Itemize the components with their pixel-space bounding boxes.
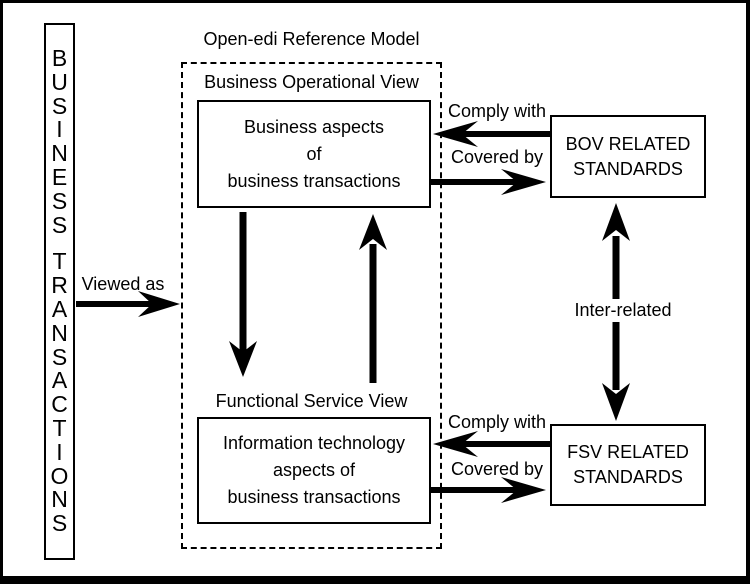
comply-with-bov-label: Comply with — [447, 101, 547, 121]
functional-service-view-label: Functional Service View — [215, 391, 408, 411]
business-operational-view-label: Business Operational View — [204, 72, 419, 92]
it-aspects-line: business transactions — [227, 487, 401, 507]
vertical-letter: S — [51, 211, 68, 238]
vertical-letter: U — [51, 68, 68, 95]
vertical-letter: R — [51, 272, 68, 299]
vertical-letter: I — [56, 116, 63, 143]
fsv-to-bov-arrow — [359, 214, 387, 383]
vertical-letter: T — [52, 248, 67, 275]
viewed-as-label: Viewed as — [81, 274, 165, 294]
vertical-letter: N — [51, 486, 68, 513]
vertical-letter: E — [51, 164, 68, 191]
vertical-letter: N — [51, 140, 68, 167]
comply-with-bov-arrow — [433, 121, 550, 147]
information-technology-aspects-box: Information technology aspects of busine… — [197, 417, 431, 524]
bov-related-standards-box: BOV RELATED STANDARDS — [550, 115, 706, 198]
fsv-related-standards-box: FSV RELATED STANDARDS — [550, 424, 706, 506]
vertical-letter: C — [51, 391, 68, 418]
business-aspects-line: business transactions — [227, 170, 401, 191]
business-aspects-box: Business aspects of business transaction… — [197, 100, 431, 208]
comply-with-fsv-arrow — [433, 431, 550, 457]
covered-by-bov-arrow — [431, 169, 546, 195]
vertical-letter: B — [51, 45, 68, 72]
it-aspects-line: aspects of — [272, 460, 356, 480]
vertical-letter: I — [56, 438, 63, 465]
fsv-standards-line: STANDARDS — [573, 467, 683, 487]
viewed-as-arrow — [76, 291, 180, 317]
bov-to-fsv-arrow — [229, 212, 257, 377]
fsv-standards-line: FSV RELATED — [567, 442, 689, 462]
bov-standards-line: STANDARDS — [573, 158, 683, 179]
covered-by-bov-label: Covered by — [450, 147, 544, 167]
bov-standards-line: BOV RELATED — [565, 133, 691, 154]
vertical-letter: T — [52, 414, 67, 441]
vertical-letter: S — [51, 92, 68, 119]
vertical-letter: A — [51, 367, 68, 394]
vertical-letter: S — [51, 343, 68, 370]
comply-with-fsv-label: Comply with — [447, 412, 547, 432]
inter-related-label: Inter-related — [564, 299, 682, 322]
covered-by-fsv-arrow — [431, 477, 546, 503]
covered-by-fsv-label: Covered by — [450, 459, 544, 479]
diagram-title: Open-edi Reference Model — [203, 29, 420, 49]
vertical-letter: S — [51, 187, 68, 214]
it-aspects-line: Information technology — [222, 433, 406, 453]
business-aspects-line: of — [306, 143, 322, 164]
vertical-letter: S — [51, 510, 68, 537]
vertical-letter: O — [50, 462, 69, 489]
business-aspects-line: Business aspects — [243, 116, 385, 137]
vertical-letter: N — [51, 319, 68, 346]
vertical-letter: A — [51, 296, 68, 322]
reference-model-dashed-box — [181, 62, 442, 549]
